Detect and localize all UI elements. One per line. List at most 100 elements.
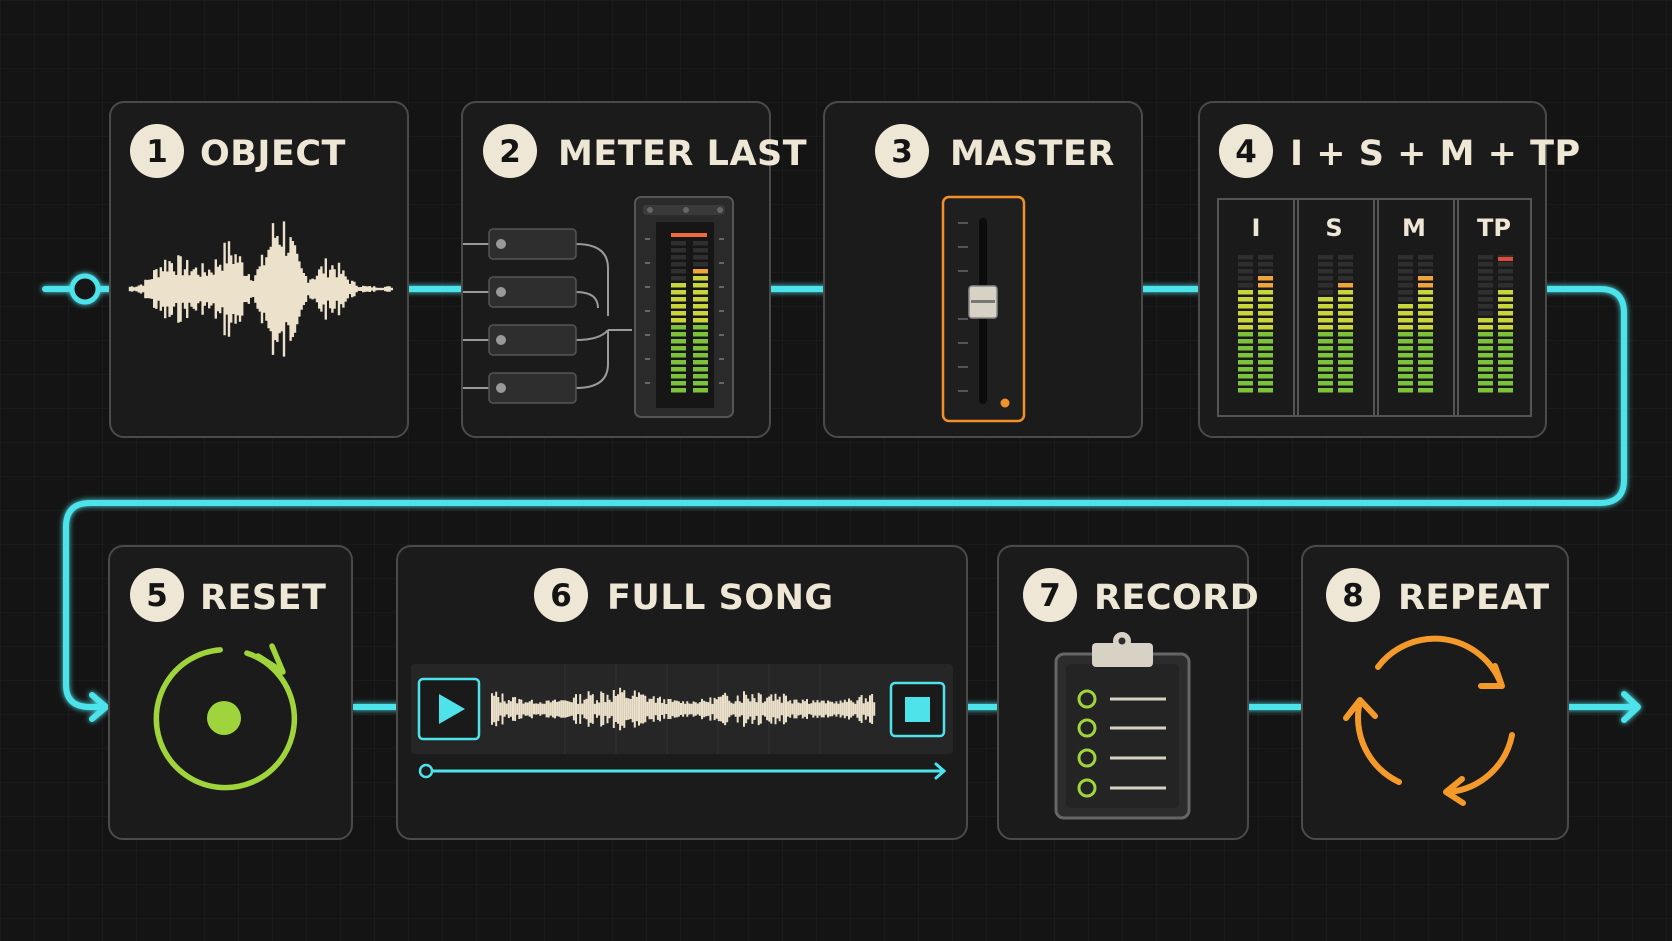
led-segment — [1418, 255, 1433, 260]
led-segment — [1498, 297, 1513, 302]
led-segment — [1398, 262, 1413, 267]
led-segment — [1478, 346, 1493, 351]
led-segment — [1498, 339, 1513, 344]
led-segment — [1318, 297, 1333, 302]
led-segment — [1478, 325, 1493, 330]
step-title-1: OBJECT — [200, 134, 346, 174]
led-segment — [1318, 388, 1333, 393]
led-segment — [671, 297, 686, 302]
led-segment — [1418, 283, 1433, 288]
led-segment — [1498, 388, 1513, 393]
step-number-5: 5 — [146, 578, 168, 614]
led-segment — [1238, 332, 1253, 337]
led-segment — [1398, 297, 1413, 302]
led-segment — [1318, 318, 1333, 323]
led-segment — [671, 276, 686, 281]
led-segment — [1478, 318, 1493, 323]
led-segment — [1318, 360, 1333, 365]
meter-label-s: S — [1325, 214, 1342, 242]
clipboard-checklist-icon — [1054, 632, 1191, 820]
led-segment — [1238, 262, 1253, 267]
led-segment — [1478, 255, 1493, 260]
led-segment — [1478, 297, 1493, 302]
led-segment — [1318, 353, 1333, 358]
step-number-3: 3 — [891, 134, 913, 170]
fader-led — [1000, 398, 1010, 408]
led-segment — [671, 360, 686, 365]
led-segment — [1238, 346, 1253, 351]
loudness-bar-3-b — [1498, 255, 1513, 393]
led-segment — [671, 367, 686, 372]
led-segment — [671, 241, 686, 246]
step-number-7: 7 — [1039, 578, 1061, 614]
led-segment — [1238, 381, 1253, 386]
led-segment — [671, 248, 686, 253]
led-segment — [1418, 311, 1433, 316]
led-segment — [1498, 290, 1513, 295]
led-segment — [1478, 332, 1493, 337]
led-segment — [1418, 353, 1433, 358]
led-segment — [1478, 339, 1493, 344]
led-segment — [1498, 283, 1513, 288]
led-segment — [693, 255, 708, 260]
loudness-bar-1-b — [1338, 255, 1353, 393]
led-segment — [1478, 269, 1493, 274]
led-segment — [1338, 283, 1353, 288]
led-segment — [1338, 346, 1353, 351]
led-segment — [1498, 262, 1513, 267]
led-segment — [671, 262, 686, 267]
led-segment — [693, 374, 708, 379]
led-segment — [671, 304, 686, 309]
led-segment — [1238, 367, 1253, 372]
waveform-shape — [128, 221, 393, 357]
led-segment — [1398, 318, 1413, 323]
led-segment — [1498, 332, 1513, 337]
led-segment — [1338, 381, 1353, 386]
led-segment — [1338, 353, 1353, 358]
clipboard-clip — [1092, 643, 1153, 667]
step-card-3: 3 MASTER — [823, 101, 1143, 438]
led-segment — [1338, 297, 1353, 302]
led-segment — [1498, 374, 1513, 379]
led-segment — [671, 255, 686, 260]
led-segment — [1238, 290, 1253, 295]
led-segment — [671, 374, 686, 379]
led-segment — [693, 388, 708, 393]
led-segment — [1318, 311, 1333, 316]
led-segment — [1418, 325, 1433, 330]
loudness-meters-icon: I S M TP — [1217, 198, 1532, 417]
led-segment — [1258, 360, 1273, 365]
led-segment — [1498, 360, 1513, 365]
led-segment — [1498, 311, 1513, 316]
led-segment — [1258, 346, 1273, 351]
led-segment — [1478, 353, 1493, 358]
led-segment — [1418, 297, 1433, 302]
meter-panel-s — [1297, 198, 1375, 417]
led-segment — [1498, 381, 1513, 386]
step-title-8: REPEAT — [1398, 578, 1550, 618]
led-segment — [1478, 367, 1493, 372]
step-title-3: MASTER — [950, 134, 1115, 174]
step-card-8: 8 REPEAT — [1301, 545, 1569, 840]
led-segment — [671, 339, 686, 344]
output-meter-bars — [671, 241, 708, 393]
led-segment — [1338, 339, 1353, 344]
step-card-5: 5 RESET — [108, 545, 353, 840]
led-segment — [1318, 381, 1333, 386]
led-segment — [1318, 255, 1333, 260]
led-segment — [1318, 374, 1333, 379]
led-segment — [671, 318, 686, 323]
led-segment — [693, 346, 708, 351]
led-segment — [671, 346, 686, 351]
led-segment — [671, 269, 686, 274]
led-segment — [1318, 367, 1333, 372]
led-segment — [1498, 353, 1513, 358]
led-segment — [693, 381, 708, 386]
led-segment — [693, 304, 708, 309]
led-segment — [1398, 290, 1413, 295]
led-segment — [693, 297, 708, 302]
true-peak-indicator — [1498, 257, 1513, 261]
led-segment — [1238, 297, 1253, 302]
step-badge-3 — [875, 124, 929, 178]
led-segment — [693, 353, 708, 358]
